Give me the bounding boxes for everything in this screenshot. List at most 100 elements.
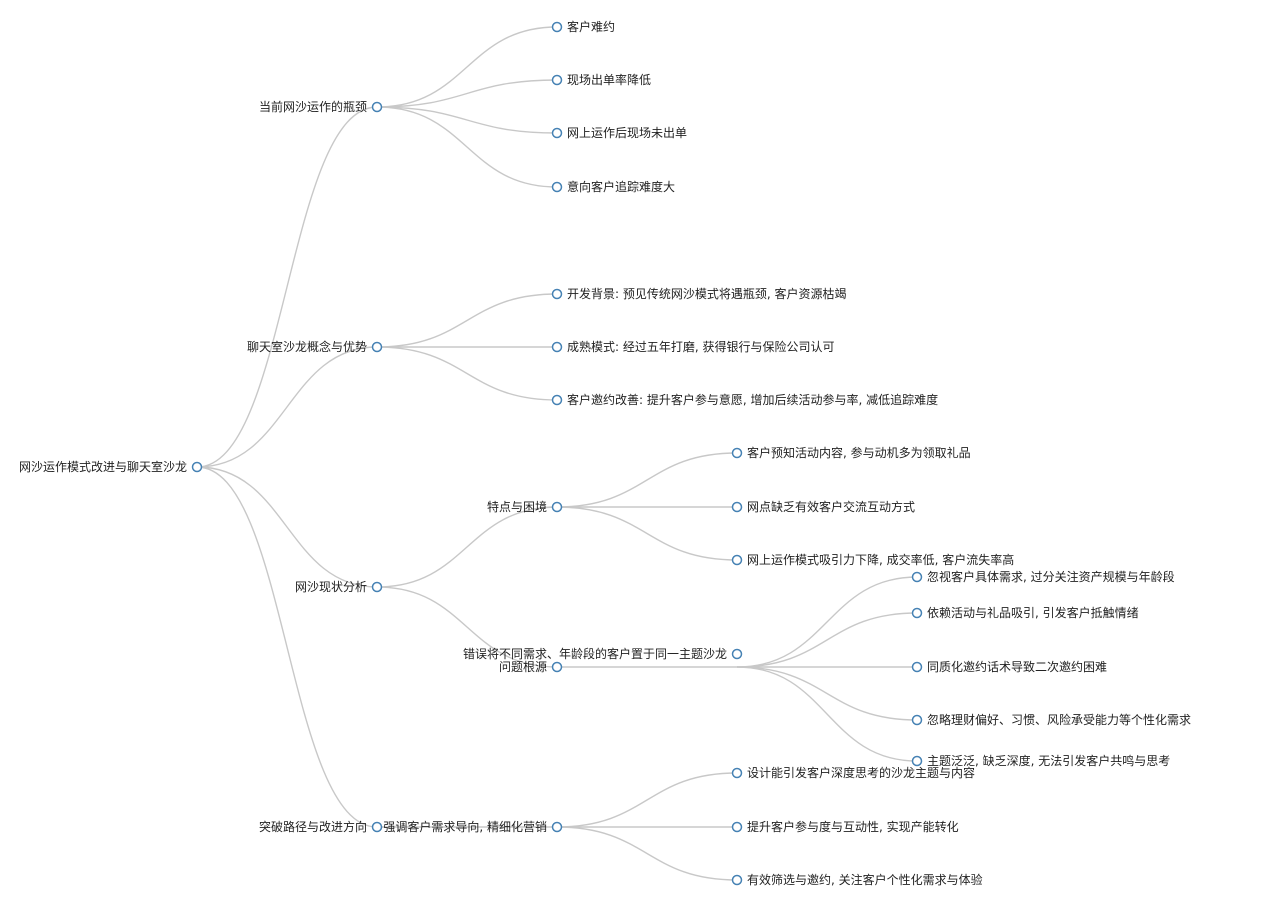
node-label: 客户预知活动内容, 参与动机多为领取礼品 (747, 445, 971, 460)
tree-node-leaf[interactable]: 提升客户参与度与互动性, 实现产能转化 (731, 819, 959, 834)
node-label: 聊天室沙龙概念与优势 (247, 339, 367, 354)
tree-link (376, 26, 558, 108)
tree-node-leaf[interactable]: 网上运作模式吸引力下降, 成交率低, 客户流失率高 (731, 552, 1015, 567)
tree-node-branch[interactable]: 网沙运作模式改进与聊天室沙龙 (19, 459, 203, 474)
node-label: 提升客户参与度与互动性, 实现产能转化 (747, 819, 959, 834)
tree-link (556, 506, 738, 561)
node-label: 强调客户需求导向, 精细化营销 (383, 819, 547, 834)
node-circle-icon[interactable] (731, 821, 743, 833)
tree-node-leaf[interactable]: 客户预知活动内容, 参与动机多为领取礼品 (731, 445, 971, 460)
tree-node-branch[interactable]: 问题根源 (499, 660, 563, 674)
node-label: 依赖活动与礼品吸引, 引发客户抵触情绪 (927, 605, 1139, 620)
tree-node-leaf[interactable]: 成熟模式: 经过五年打磨, 获得银行与保险公司认可 (551, 339, 835, 354)
tree-node-leaf[interactable]: 网上运作后现场未出单 (551, 126, 688, 140)
node-label: 突破路径与改进方向 (259, 819, 367, 834)
node-circle-icon[interactable] (371, 341, 383, 353)
node-label: 开发背景: 预见传统网沙模式将遇瓶颈, 客户资源枯竭 (567, 286, 847, 301)
tree-node-leaf[interactable]: 意向客户追踪难度大 (551, 179, 676, 194)
node-circle-icon[interactable] (551, 74, 563, 86)
node-circle-icon[interactable] (371, 581, 383, 593)
node-circle-icon[interactable] (551, 501, 563, 513)
node-label: 网上运作后现场未出单 (567, 126, 687, 140)
node-label: 设计能引发客户深度思考的沙龙主题与内容 (747, 765, 975, 780)
node-circle-icon[interactable] (551, 288, 563, 300)
node-circle-icon[interactable] (371, 821, 383, 833)
node-circle-icon[interactable] (731, 874, 743, 886)
tree-node-branch[interactable]: 聊天室沙龙概念与优势 (247, 339, 383, 354)
tree-link (376, 106, 558, 188)
node-label: 忽略理财偏好、习惯、风险承受能力等个性化需求 (927, 712, 1191, 727)
tree-link (376, 106, 558, 134)
tree-node-leaf[interactable]: 依赖活动与礼品吸引, 引发客户抵触情绪 (911, 605, 1139, 620)
node-label: 同质化邀约话术导致二次邀约困难 (927, 659, 1107, 674)
tree-node-branch[interactable]: 错误将不同需求、年龄段的客户置于同一主题沙龙 (463, 646, 743, 661)
node-label: 有效筛选与邀约, 关注客户个性化需求与体验 (747, 872, 983, 887)
tree-link (556, 772, 738, 828)
node-circle-icon[interactable] (731, 648, 743, 660)
tree-link (556, 452, 738, 508)
node-circle-icon[interactable] (551, 821, 563, 833)
node-label: 问题根源 (499, 660, 547, 674)
node-circle-icon[interactable] (551, 21, 563, 33)
tree-link (376, 346, 558, 401)
node-circle-icon[interactable] (911, 755, 923, 767)
node-label: 忽视客户具体需求, 过分关注资产规模与年龄段 (927, 569, 1175, 584)
node-label: 网沙现状分析 (295, 580, 367, 594)
tree-link (376, 293, 558, 348)
node-circle-icon[interactable] (911, 661, 923, 673)
tree-nodes: 网沙运作模式改进与聊天室沙龙 当前网沙运作的瓶颈 客户难约现场出单率降低网上运作后现… (19, 19, 1191, 887)
tree-link (196, 346, 378, 468)
tree-node-branch[interactable]: 特点与困境 (487, 499, 563, 514)
node-label: 网沙运作模式改进与聊天室沙龙 (19, 459, 187, 474)
node-label: 网点缺乏有效客户交流互动方式 (747, 499, 915, 514)
tree-link (376, 506, 558, 588)
node-circle-icon[interactable] (551, 181, 563, 193)
node-circle-icon[interactable] (551, 127, 563, 139)
node-circle-icon[interactable] (551, 394, 563, 406)
tree-link (196, 106, 378, 468)
node-circle-icon[interactable] (911, 714, 923, 726)
node-circle-icon[interactable] (911, 571, 923, 583)
tree-node-branch[interactable]: 当前网沙运作的瓶颈 (259, 99, 383, 114)
node-circle-icon[interactable] (371, 101, 383, 113)
tree-node-leaf[interactable]: 主题泛泛, 缺乏深度, 无法引发客户共鸣与思考 (911, 753, 1171, 768)
tree-link (736, 576, 918, 668)
tree-link (196, 466, 378, 588)
tree-links (196, 26, 918, 881)
node-label: 意向客户追踪难度大 (567, 179, 675, 194)
node-label: 成熟模式: 经过五年打磨, 获得银行与保险公司认可 (567, 339, 835, 354)
node-circle-icon[interactable] (731, 501, 743, 513)
node-circle-icon[interactable] (731, 447, 743, 459)
tree-node-leaf[interactable]: 现场出单率降低 (551, 72, 652, 87)
node-circle-icon[interactable] (911, 607, 923, 619)
tree-node-leaf[interactable]: 忽略理财偏好、习惯、风险承受能力等个性化需求 (911, 712, 1192, 727)
tree-link (376, 79, 558, 108)
node-label: 客户难约 (567, 19, 615, 34)
tree-node-branch[interactable]: 网沙现状分析 (295, 580, 383, 594)
tree-node-leaf[interactable]: 设计能引发客户深度思考的沙龙主题与内容 (731, 765, 976, 780)
tree-node-leaf[interactable]: 网点缺乏有效客户交流互动方式 (731, 499, 916, 514)
node-label: 主题泛泛, 缺乏深度, 无法引发客户共鸣与思考 (927, 753, 1170, 768)
node-label: 当前网沙运作的瓶颈 (259, 99, 367, 114)
tree-node-leaf[interactable]: 有效筛选与邀约, 关注客户个性化需求与体验 (731, 872, 983, 887)
tree-node-leaf[interactable]: 客户邀约改善: 提升客户参与意愿, 增加后续活动参与率, 减低追踪难度 (551, 392, 939, 407)
tree-link (376, 586, 558, 668)
node-circle-icon[interactable] (731, 554, 743, 566)
tree-link (736, 612, 918, 668)
tree-link (736, 666, 918, 762)
tree-node-leaf[interactable]: 同质化邀约话术导致二次邀约困难 (911, 659, 1108, 674)
node-label: 客户邀约改善: 提升客户参与意愿, 增加后续活动参与率, 减低追踪难度 (567, 392, 938, 407)
node-circle-icon[interactable] (191, 461, 203, 473)
node-label: 错误将不同需求、年龄段的客户置于同一主题沙龙 (463, 646, 727, 661)
tree-node-leaf[interactable]: 客户难约 (551, 19, 616, 34)
tree-node-branch[interactable]: 强调客户需求导向, 精细化营销 (383, 819, 563, 834)
node-circle-icon[interactable] (551, 341, 563, 353)
node-circle-icon[interactable] (551, 661, 563, 673)
node-label: 现场出单率降低 (567, 72, 651, 87)
tree-node-branch[interactable]: 突破路径与改进方向 (259, 819, 383, 834)
tree-node-leaf[interactable]: 忽视客户具体需求, 过分关注资产规模与年龄段 (911, 569, 1175, 584)
tree-node-leaf[interactable]: 开发背景: 预见传统网沙模式将遇瓶颈, 客户资源枯竭 (551, 286, 847, 301)
node-circle-icon[interactable] (731, 767, 743, 779)
